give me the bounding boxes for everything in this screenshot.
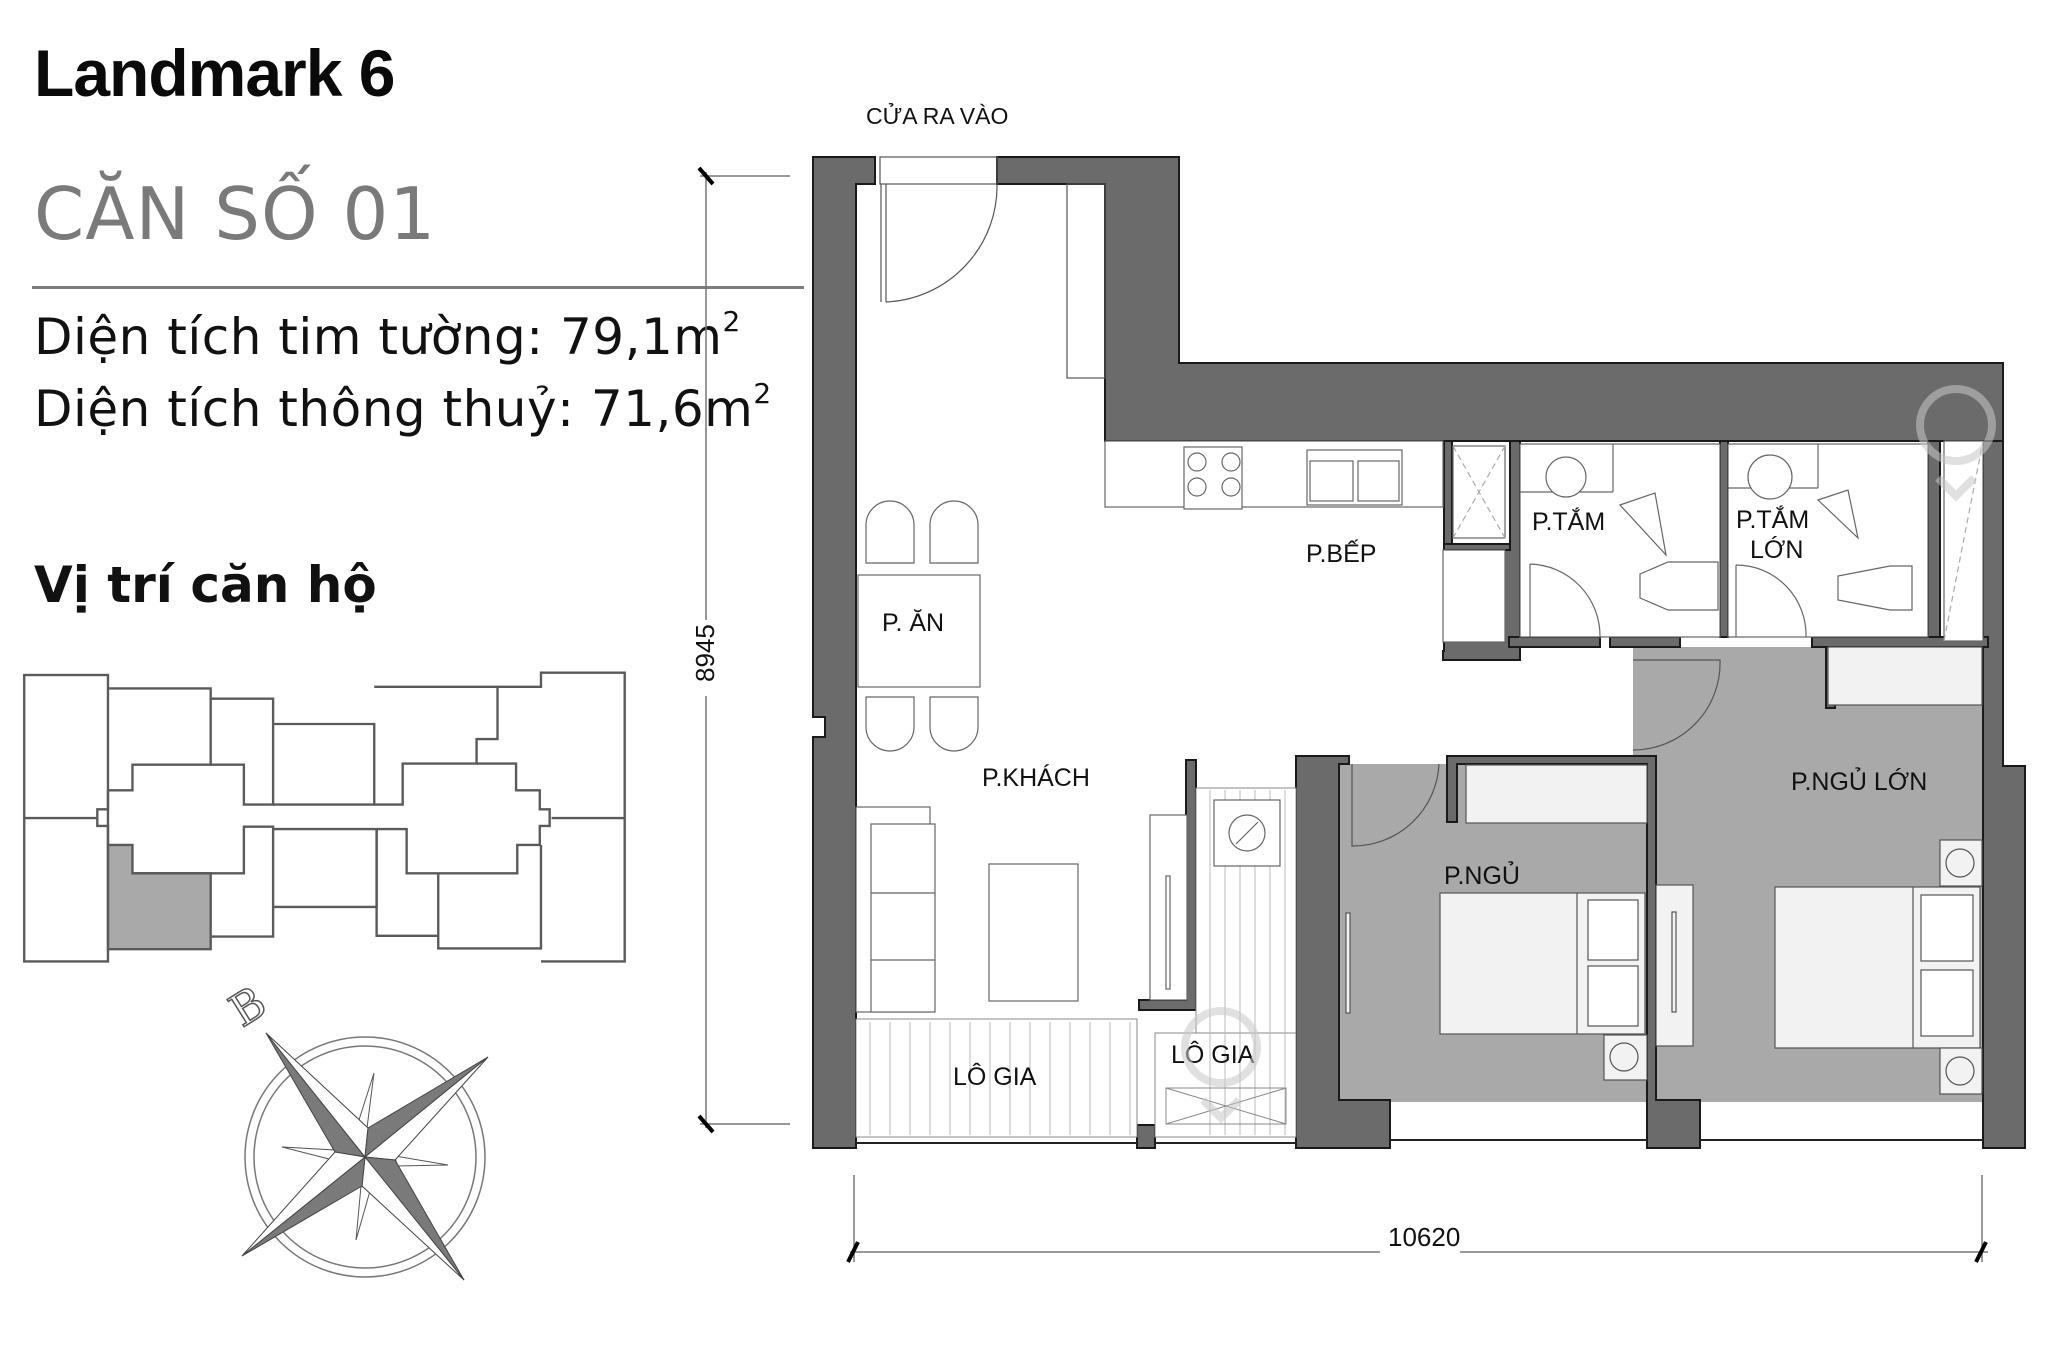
room-label-master-bedroom: P.NGỦ LỚN [1791,766,1927,796]
net-area-label: Diện tích thông thuỷ: [34,380,591,438]
entrance-door [879,156,1106,379]
bedroom-furniture [1345,764,1694,1081]
unit-number: CĂN SỐ 01 [34,172,437,256]
living-furniture [855,806,1188,1013]
loggia-storage [1165,1087,1287,1125]
room-label-bathroom-2-line2: LỚN [1750,535,1803,564]
master-bedroom-door-swing [1632,659,1721,751]
gross-area-exponent: 2 [722,305,741,338]
entrance-label: CỬA RA VÀO [866,101,1008,129]
window-lines [856,1139,1983,1144]
net-area-exponent: 2 [753,377,772,410]
bathroom-1-fixtures [1519,443,1721,638]
gross-area-label: Diện tích tim tường: [34,308,560,366]
washing-machine [1213,799,1281,867]
location-title: Vị trí căn hộ [34,556,377,614]
room-label-bathroom-2-line1: P.TẮM [1736,504,1809,534]
room-label-dining: P. ĂN [882,608,944,637]
bathroom-2-fixtures [1727,440,1984,642]
dimension-width-label: 10620 [1388,1222,1460,1252]
net-area: Diện tích thông thuỷ: 71,6m2 [34,380,772,435]
room-label-kitchen: P.BẾP [1306,539,1376,568]
compass-rose: B [220,976,489,1281]
walls [812,156,2026,1149]
room-label-bedroom: P.NGỦ [1444,860,1520,890]
dimension-width [846,1175,1988,1263]
project-title: Landmark 6 [34,36,395,110]
bedroom-door-swing [1351,763,1440,847]
room-label-loggia-1: LÔ GIA [953,1062,1037,1091]
net-area-value: 71,6m [590,380,754,438]
room-label-living: P.KHÁCH [982,763,1090,792]
header-divider [32,286,804,289]
dimension-height-label: 8945 [690,624,720,682]
dining-table [857,500,981,752]
key-plan [23,671,626,963]
gross-area-value: 79,1m [559,308,723,366]
master-bedroom-furniture [1774,646,1983,1095]
gross-area: Diện tích tim tường: 79,1m2 [34,308,741,363]
room-label-bathroom-1: P.TẮM [1532,506,1605,536]
watermark-icon [1181,385,1996,1124]
kitchen-counter [1104,440,1506,643]
